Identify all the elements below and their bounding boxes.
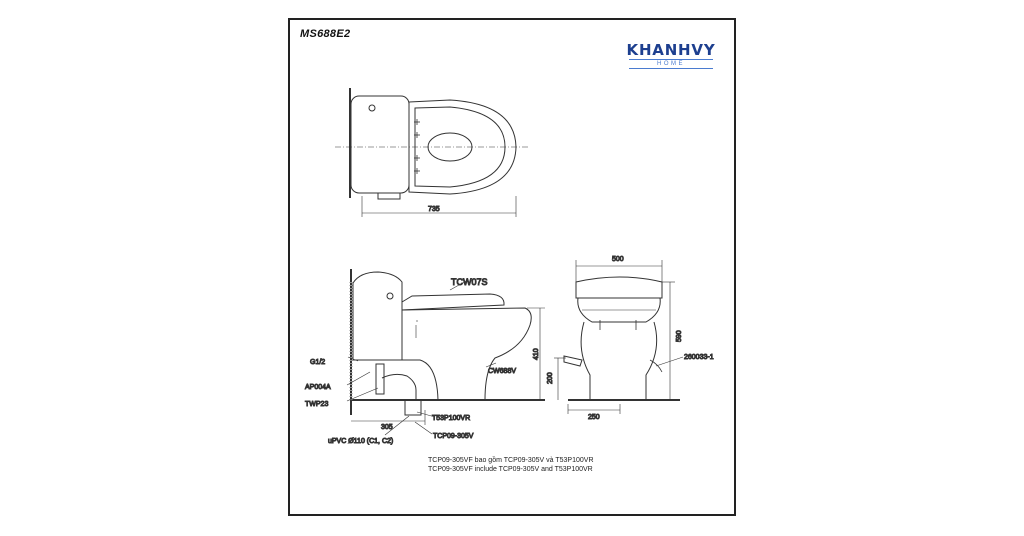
- dim-410-label: 410: [533, 348, 540, 360]
- twp23-label: TWP23: [305, 401, 328, 408]
- g12-label: G1/2: [310, 359, 325, 366]
- side-view: [346, 269, 545, 436]
- brand-logo: KHANHVY HOME: [621, 42, 721, 69]
- drawing-sheet: MS688E2 KHANHVY HOME 735: [288, 18, 736, 516]
- note-english: TCP09-305VF include TCP09-305V and T53P1…: [428, 466, 593, 473]
- dim-590-label: 590: [676, 330, 683, 342]
- dim-305-label: 305: [381, 424, 393, 431]
- dim-250-label: 250: [588, 414, 600, 421]
- technical-drawing: 735 TCW07S: [305, 88, 714, 446]
- brand-logo-text: KHANHVY: [626, 41, 716, 59]
- bowl-model-label: CW688V: [488, 368, 516, 375]
- dim-500-label: 500: [612, 256, 624, 263]
- model-number: MS688E2: [300, 28, 351, 40]
- seat-model-label: TCW07S: [451, 277, 488, 287]
- front-view: [554, 260, 684, 414]
- t53p100vr-label: T53P100VR: [432, 415, 470, 422]
- note-vietnamese: TCP09-305VF bao gồm TCP09-305V và T53P10…: [428, 457, 594, 464]
- tcp09-305v-label: TCP09-305V: [433, 433, 474, 440]
- upvc-pipe-label: uPVC Ø110 (C1, C2): [328, 438, 393, 445]
- brand-logo-subtext: HOME: [629, 59, 713, 69]
- dim-735-label: 735: [428, 206, 440, 213]
- dim-200-label: 200: [547, 372, 554, 384]
- part-260033-label: 260033-1: [684, 354, 714, 361]
- ap004a-label: AP004A: [305, 384, 331, 391]
- top-view: [335, 88, 530, 217]
